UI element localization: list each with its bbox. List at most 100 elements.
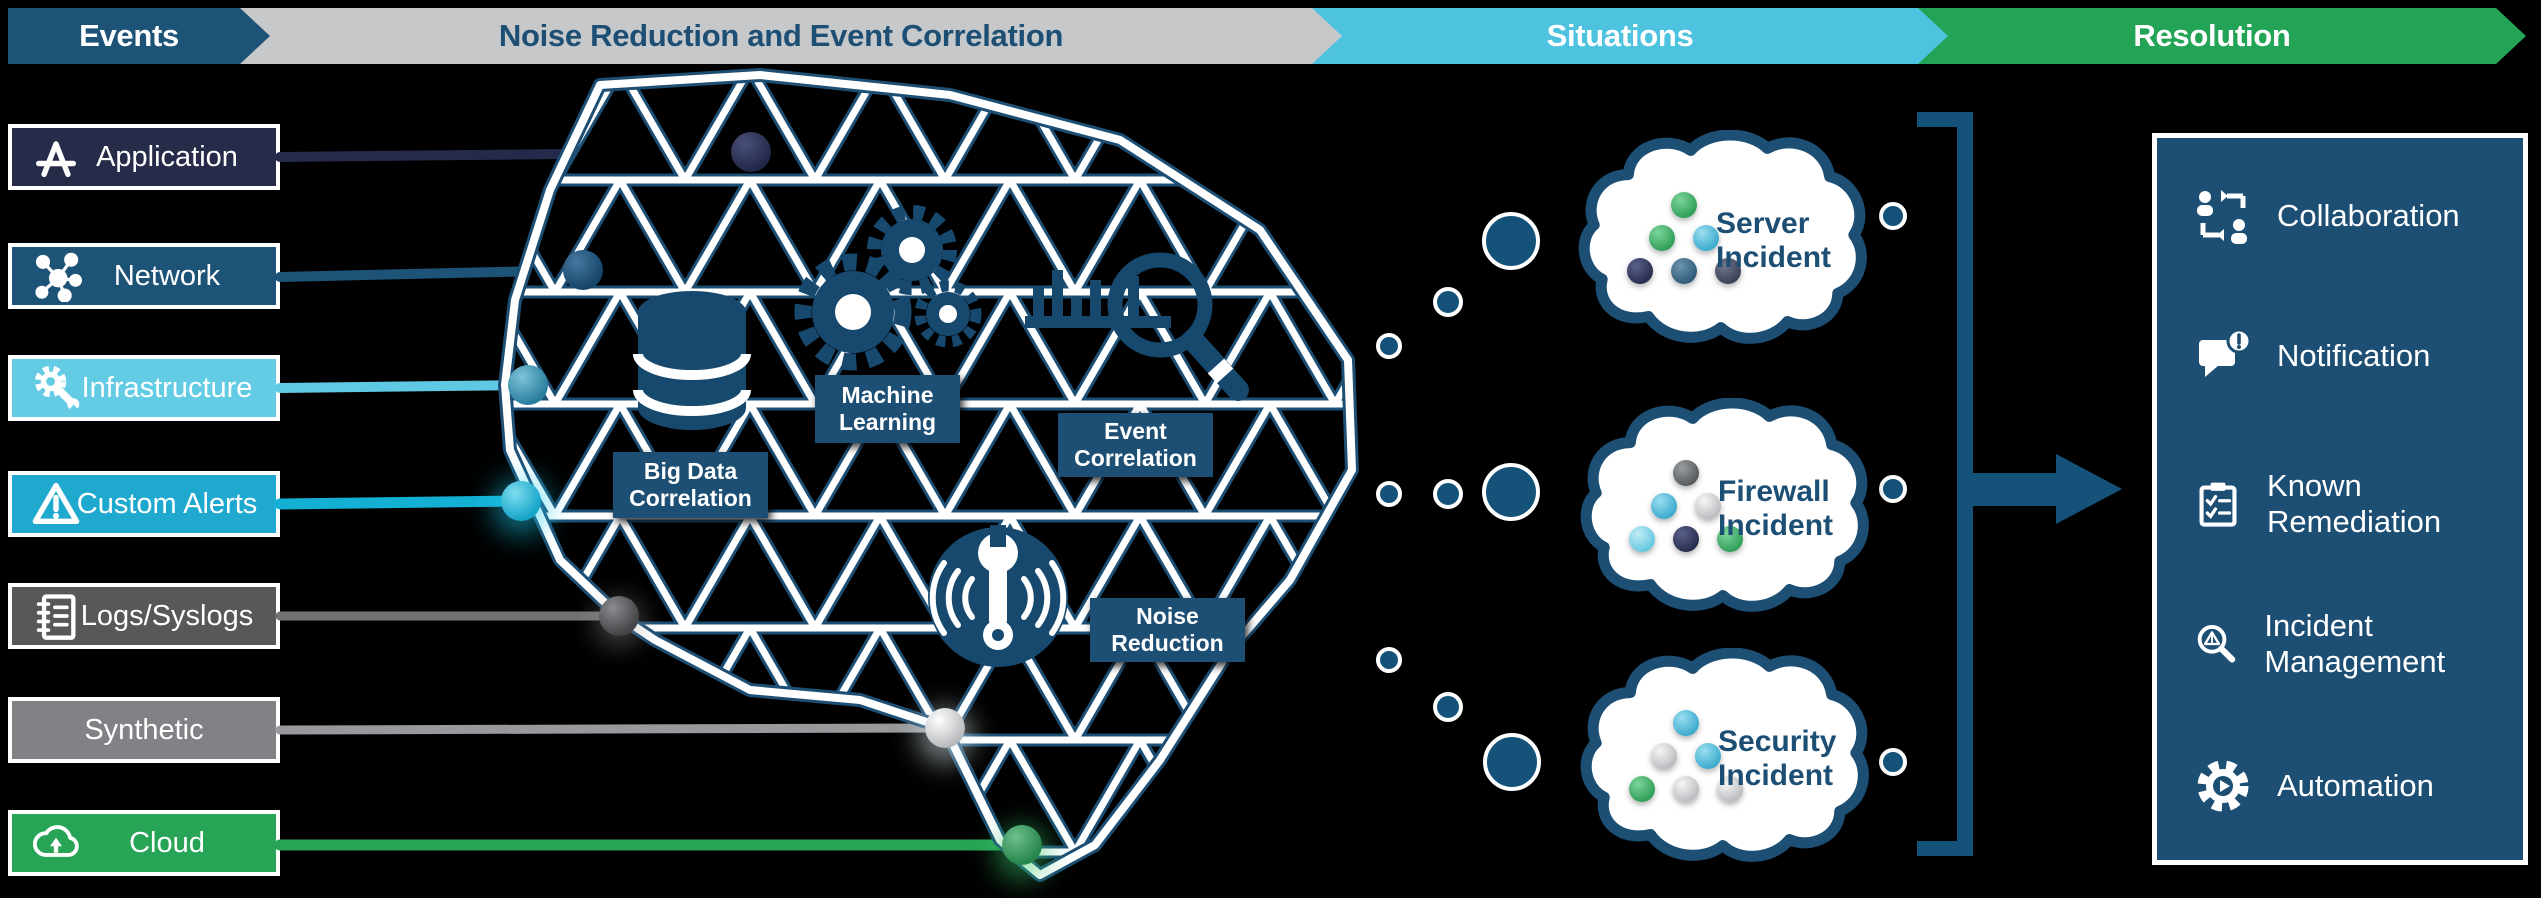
thought-dot [1433, 479, 1463, 509]
gear-play-icon [2197, 760, 2249, 812]
synthetic-node-sphere [925, 708, 965, 748]
logs-node-sphere [599, 596, 639, 636]
cluster-ball [1629, 526, 1655, 552]
stage-resolution: Resolution [1918, 8, 2526, 64]
thought-dot [1433, 692, 1463, 722]
cloud-node-sphere [1002, 825, 1042, 865]
cluster-ball [1671, 258, 1697, 284]
cloud-shape [1580, 648, 1869, 862]
cluster-ball [1673, 460, 1699, 486]
source-label: Cloud [129, 826, 205, 859]
resolution-item-known-remediation: Known Remediation [2195, 462, 2495, 546]
database-icon [633, 291, 751, 430]
flow-arrow-head [2056, 454, 2122, 524]
stage-label: Resolution [2133, 18, 2291, 53]
capability-big-data-correlation: Big Data Correlation [613, 452, 768, 518]
warning-triangle-icon [32, 482, 80, 525]
situation-cloud-server: Server Incident [1578, 130, 1870, 352]
cluster-ball [1695, 493, 1721, 519]
cluster-ball [1651, 493, 1677, 519]
cluster-ball [1627, 258, 1653, 284]
stage-label: Noise Reduction and Event Correlation [498, 18, 1064, 53]
thought-dot [1376, 333, 1402, 359]
source-label: Synthetic [84, 713, 204, 746]
message-alert-icon [2199, 328, 2251, 377]
capability-label: Big Data Correlation [629, 458, 752, 511]
resolution-panel: Collaboration Known Remediation Notifica… [2152, 133, 2528, 865]
cluster-ball [1673, 710, 1699, 736]
gear-wrench-icon [34, 365, 80, 414]
network-nodes-icon [35, 252, 82, 302]
situation-title: Security Incident [1718, 725, 1837, 792]
grouping-bracket [1917, 112, 1973, 856]
gears-icon [794, 205, 982, 371]
source-label: Application [96, 140, 238, 173]
source-network: Network [8, 243, 280, 309]
wrench-signal-icon [928, 525, 1068, 667]
thought-dot [1482, 212, 1540, 270]
cloud-upload-icon [32, 825, 79, 857]
source-label: Logs/Syslogs [80, 599, 254, 632]
checklist-clipboard-icon [2199, 482, 2237, 527]
resolution-label: Automation [2277, 768, 2434, 803]
chart-magnifier-icon [1025, 252, 1249, 401]
cluster-ball [1715, 258, 1741, 284]
capability-noise-reduction: Noise Reduction [1090, 598, 1245, 662]
cluster-ball [1629, 776, 1655, 802]
thought-dot [1482, 463, 1540, 521]
source-logs-syslogs: Logs/Syslogs [8, 583, 280, 649]
app-store-icon [35, 141, 77, 178]
cluster-ball [1649, 225, 1675, 251]
log-journal-icon [36, 594, 76, 640]
cluster-ball [1693, 225, 1719, 251]
source-application: Application [8, 124, 280, 190]
thought-dot [1376, 481, 1402, 507]
thought-dot [1483, 733, 1541, 791]
cluster-ball [1695, 743, 1721, 769]
cloud-bubble [1879, 475, 1907, 503]
resolution-item-collaboration: Collaboration [2195, 174, 2495, 258]
resolution-item-automation: Automation [2195, 744, 2495, 828]
source-custom-alerts: Custom Alerts [8, 471, 280, 537]
network-node-sphere [563, 250, 603, 290]
infrastructure-node-sphere [508, 365, 548, 405]
situation-title: Server Incident [1716, 207, 1832, 274]
source-cloud: Cloud [8, 810, 280, 876]
event-cluster [1628, 708, 1748, 808]
stage-noise-reduction: Noise Reduction and Event Correlation [240, 8, 1342, 64]
capability-label: Machine Learning [838, 382, 937, 435]
cluster-ball [1673, 526, 1699, 552]
stage-events: Events [8, 8, 270, 64]
source-label: Network [113, 259, 221, 292]
cluster-ball [1717, 776, 1743, 802]
resolution-label: Incident Management [2264, 608, 2446, 679]
source-synthetic: Synthetic [8, 697, 280, 763]
capability-label: Event Correlation [1074, 418, 1197, 471]
application-node-sphere [731, 132, 771, 172]
event-cluster [1626, 190, 1746, 290]
stage-label: Events [79, 18, 179, 53]
resolution-label: Notification [2277, 338, 2431, 373]
source-label: Custom Alerts [76, 487, 258, 520]
resolution-item-notification: Known Remediation Notification [2195, 314, 2495, 398]
stage-label: Situations [1546, 18, 1694, 53]
stage-situations: Situations [1312, 8, 1948, 64]
capability-label: Noise Reduction [1111, 603, 1224, 656]
people-swap-icon [2197, 190, 2247, 244]
cloud-bubble [1879, 202, 1907, 230]
cloud-bubble [1879, 748, 1907, 776]
thought-dot [1433, 287, 1463, 317]
situation-cloud-firewall: Firewall Incident [1580, 398, 1872, 620]
event-cluster [1628, 458, 1748, 558]
source-infrastructure: Infrastructure [8, 355, 280, 421]
situation-cloud-security: Security Incident [1580, 648, 1872, 870]
resolution-label: Known Remediation [2267, 468, 2442, 539]
thought-dot [1376, 647, 1402, 673]
custom-alerts-node-sphere [501, 481, 541, 521]
cloud-shape [1580, 398, 1869, 612]
situation-title: Firewall Incident [1718, 475, 1834, 542]
cluster-ball [1651, 743, 1677, 769]
brain-mesh [490, 68, 1370, 888]
